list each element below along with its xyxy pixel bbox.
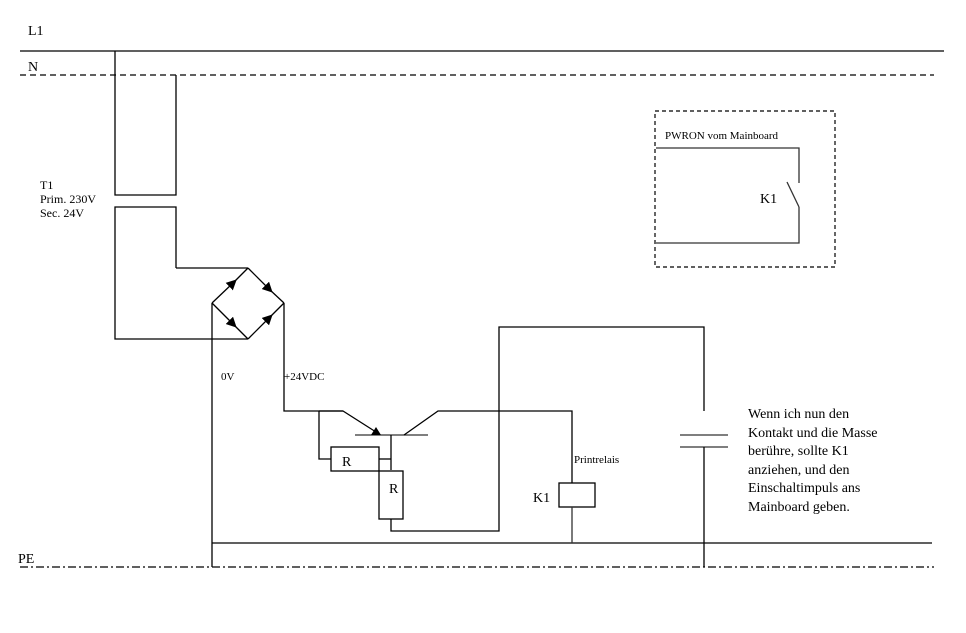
note-line: Wenn ich nun den <box>748 407 849 422</box>
relay-coil <box>558 482 596 508</box>
bridge-rectifier <box>211 267 285 340</box>
transformer-primary-label: Prim. 230V <box>40 192 96 206</box>
resistor-r2-label: R <box>389 482 399 497</box>
resistor-r1 <box>330 446 380 472</box>
note-line: Kontakt und die Masse <box>748 426 877 441</box>
pwron-wire-bottom <box>656 207 800 244</box>
positive-label: +24VDC <box>284 371 324 383</box>
note-line: Einschaltimpuls ans <box>748 481 860 496</box>
l1-label: L1 <box>28 24 44 39</box>
relay-label: K1 <box>533 491 550 506</box>
resistor-r2 <box>378 470 404 520</box>
note-line: berühre, sollte K1 <box>748 444 849 459</box>
transistor <box>319 410 573 483</box>
positive-wire <box>283 303 343 412</box>
mainboard-title: PWRON vom Mainboard <box>665 130 779 142</box>
transformer-primary <box>114 51 177 196</box>
k1-contact-label: K1 <box>760 192 777 207</box>
pwron-wire-top <box>656 147 800 183</box>
pe-label: PE <box>18 552 34 567</box>
transformer-name: T1 <box>40 178 53 192</box>
k1-contact-switch <box>786 181 800 208</box>
r1-wire <box>318 411 331 460</box>
resistor-r1-label: R <box>342 455 352 470</box>
transformer-secondary-label: Sec. 24V <box>40 206 84 220</box>
note-text: Wenn ich nun den Kontakt und die Masse b… <box>748 407 877 515</box>
relay-name: Printrelais <box>574 454 619 466</box>
transformer-secondary <box>114 206 248 340</box>
n-label: N <box>28 60 38 75</box>
zero-volt-label: 0V <box>221 371 235 383</box>
note-line: Mainboard geben. <box>748 500 850 515</box>
contact-loop-wire <box>390 326 705 532</box>
note-line: anziehen, und den <box>748 463 849 478</box>
